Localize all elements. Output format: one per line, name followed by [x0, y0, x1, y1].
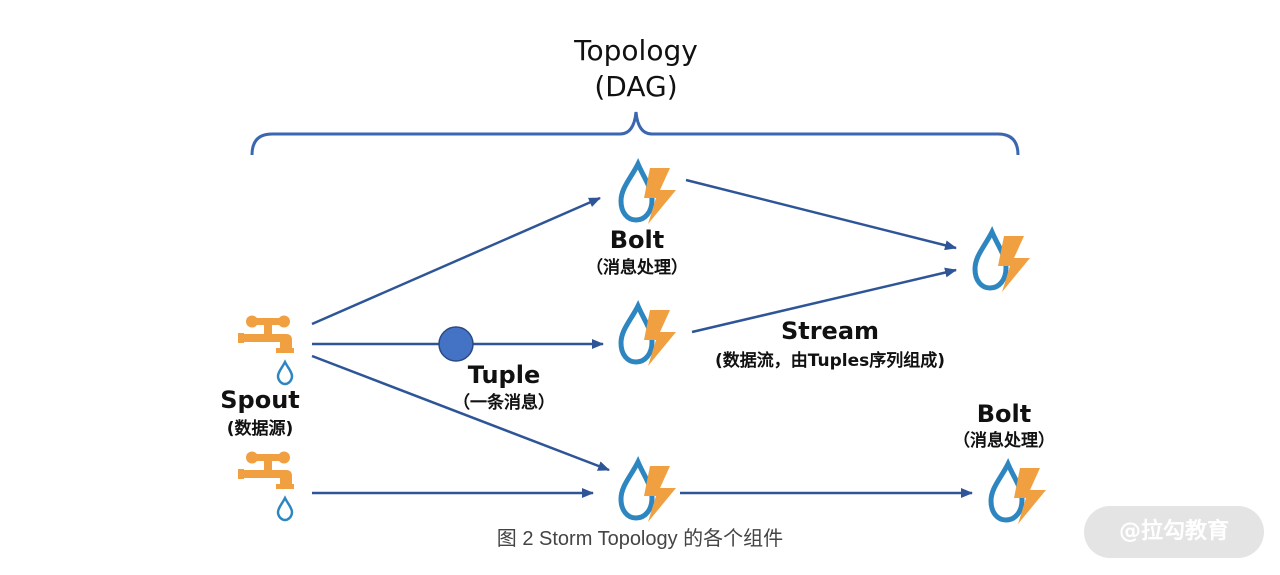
- arrow-spout-to-bolt-bottom: [311, 354, 610, 472]
- spout-top-icon: [236, 314, 296, 386]
- topology-brace: [250, 111, 1020, 156]
- tuple-desc: （一条消息）: [453, 393, 555, 413]
- tuple-dot: [438, 326, 474, 362]
- topology-subtitle: (DAG): [594, 70, 678, 103]
- bolt-top-desc: （消息处理）: [586, 258, 688, 278]
- arrow-bolt-top-to-bolt-right: [685, 178, 957, 251]
- bolt-far-right-icon: [991, 464, 1046, 524]
- bolt-right-desc: （消息处理）: [953, 431, 1055, 451]
- spout-name: Spout: [220, 386, 300, 414]
- watermark: @拉勾教育: [1084, 506, 1264, 558]
- bolt-bottom-icon: [621, 462, 676, 522]
- bolt-top-name: Bolt: [609, 226, 665, 254]
- topology-title: Topology: [574, 34, 698, 67]
- bolt-right-icon: [975, 232, 1030, 292]
- arrow-spout-to-bolt-top: [311, 196, 601, 326]
- bolt-top-icon: [621, 164, 676, 224]
- arrow-bolt-middle-to-bolt-right: [691, 267, 957, 334]
- bolt-right-name: Bolt: [976, 400, 1032, 428]
- spout-desc: (数据源): [226, 419, 294, 439]
- figure-caption: 图 2 Storm Topology 的各个组件: [496, 528, 784, 550]
- tuple-name: Tuple: [467, 361, 541, 389]
- stream-desc: (数据流，由Tuples序列组成): [714, 351, 945, 371]
- stream-name: Stream: [780, 317, 880, 345]
- bolt-middle-icon: [621, 306, 676, 366]
- spout-bottom-icon: [236, 450, 296, 522]
